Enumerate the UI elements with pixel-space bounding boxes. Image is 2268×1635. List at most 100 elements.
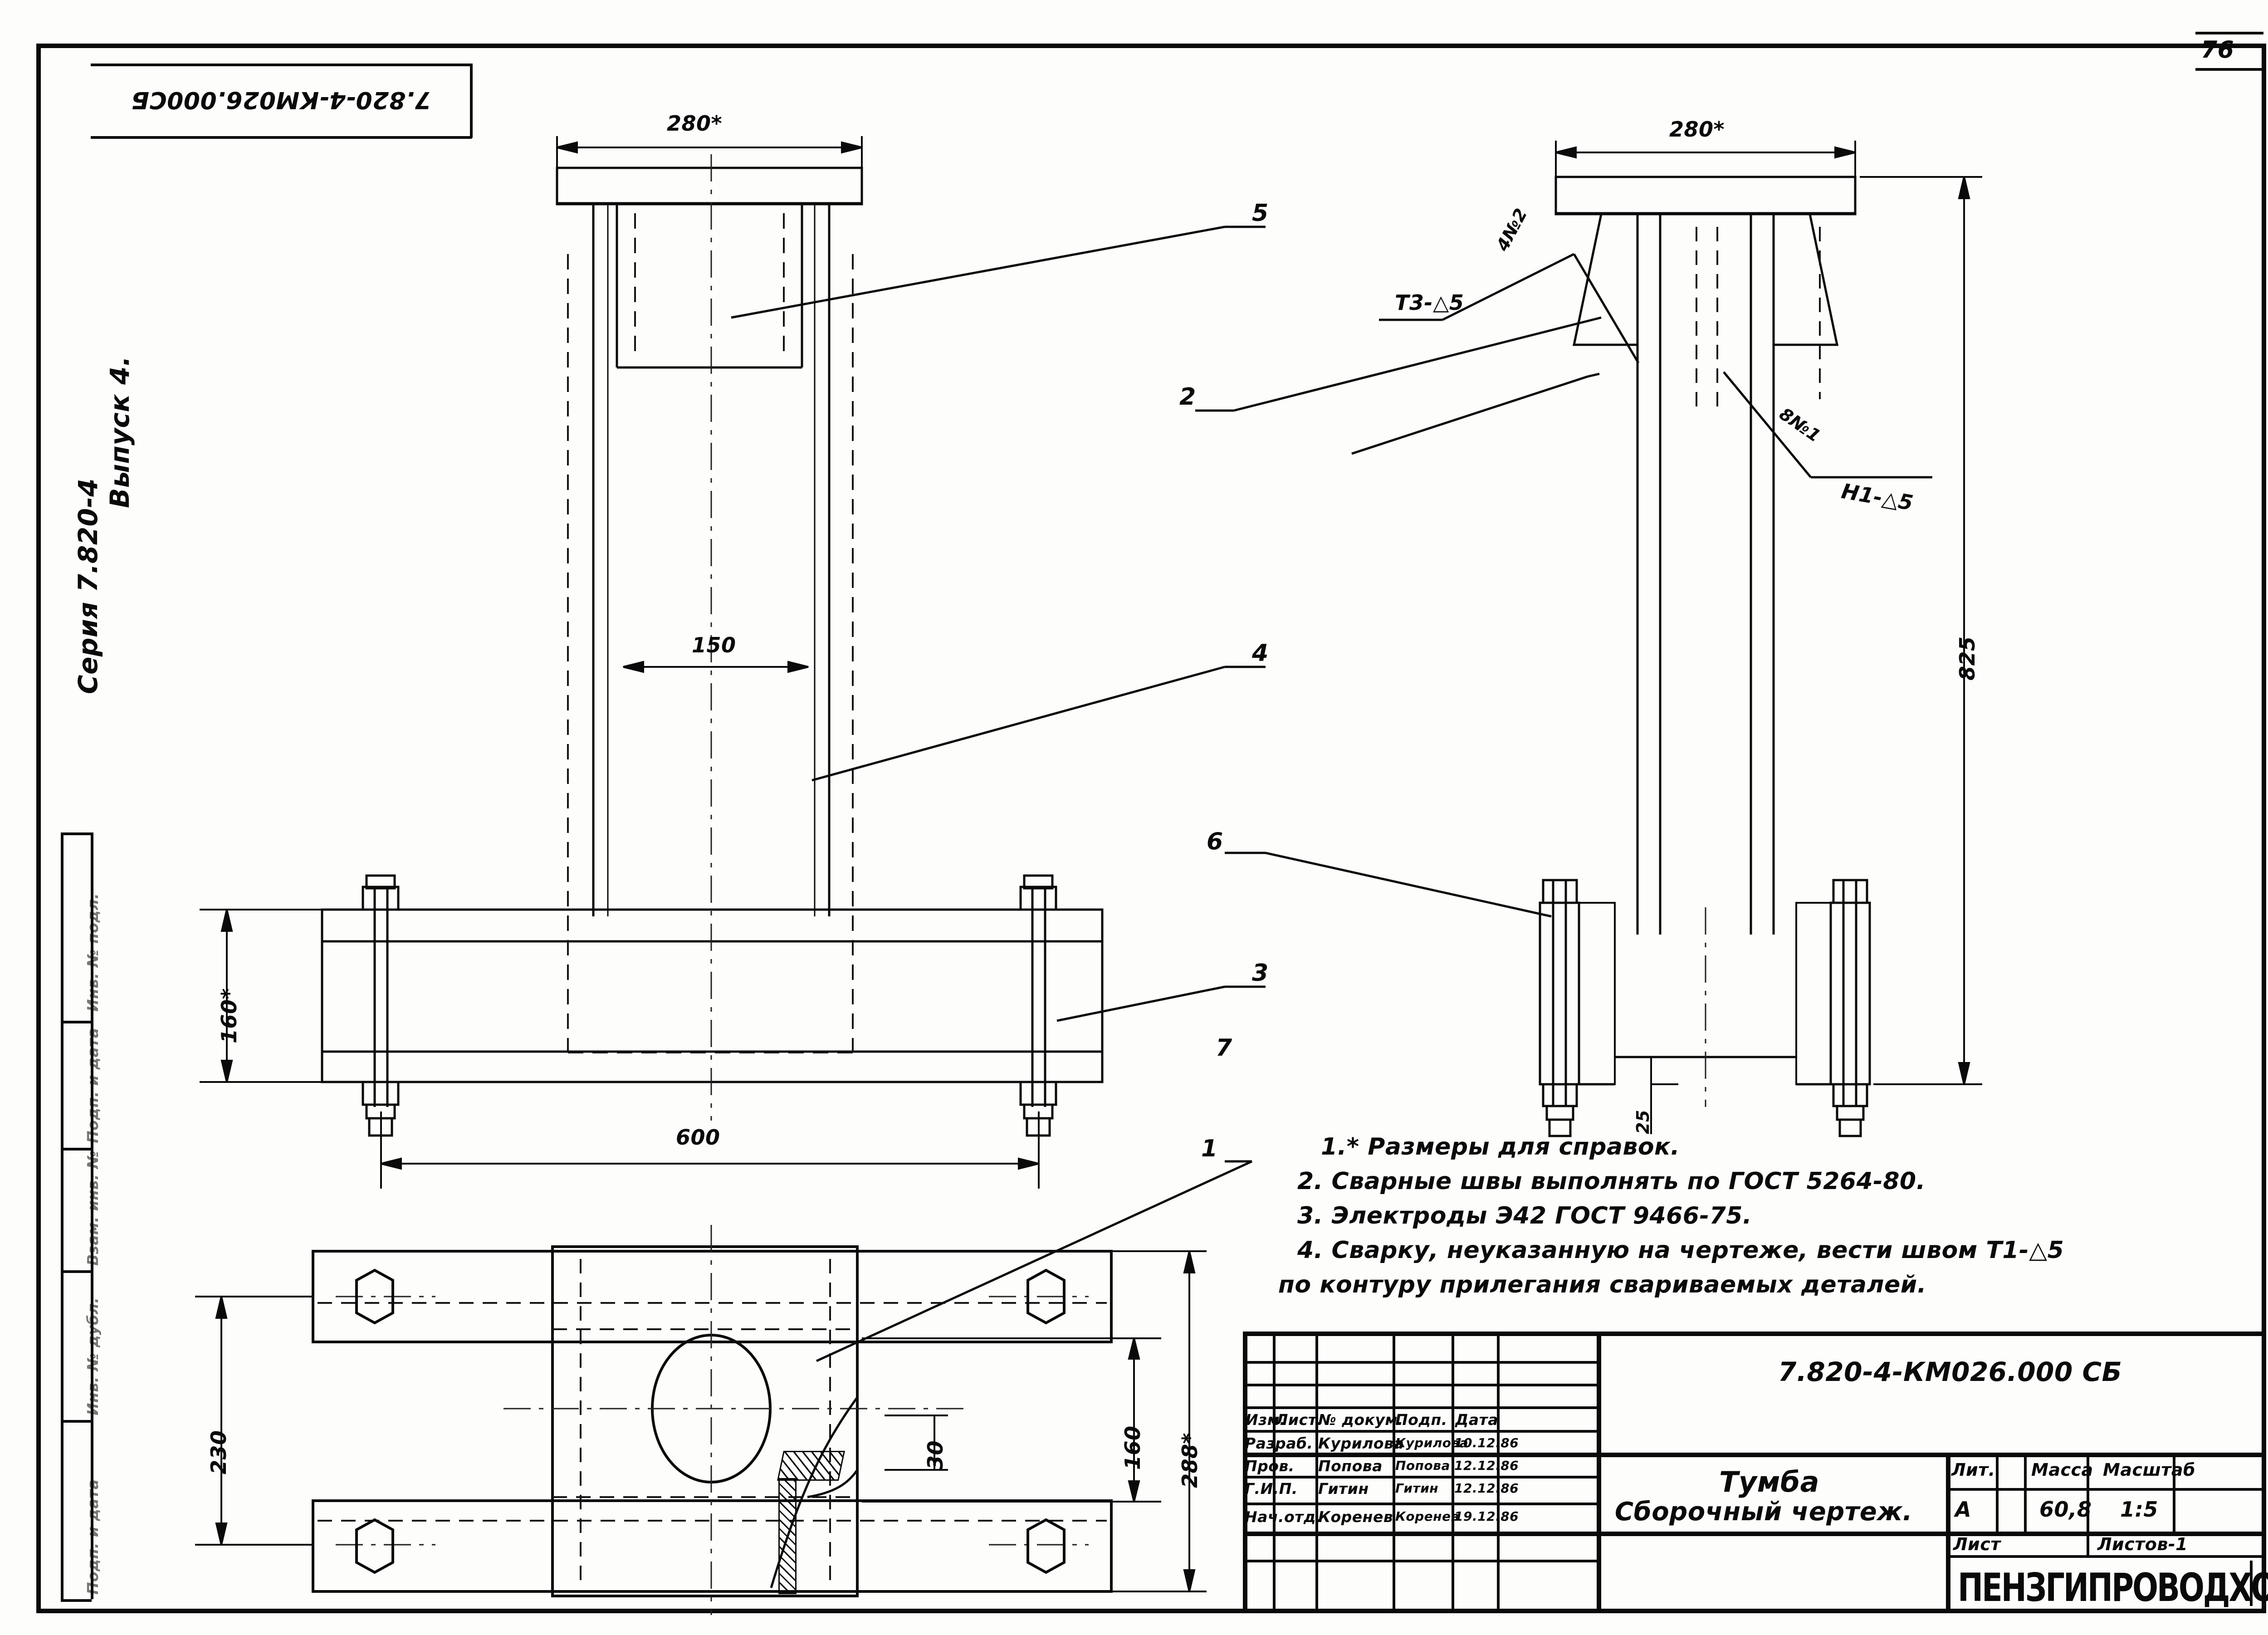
tb-row-3-role: Нач.отд.	[1245, 1508, 1322, 1526]
tb-row-3-name: Коренев	[1318, 1508, 1393, 1526]
tb-row-2-sign: Гитин	[1395, 1481, 1439, 1496]
tb-left-edge	[1243, 1331, 1247, 1609]
doc-kind: Сборочный чертеж.	[1615, 1497, 1913, 1527]
tb-rev-col-1	[1273, 1331, 1276, 1609]
tb-top-rule	[1243, 1331, 2262, 1336]
balloon-1: 1	[1201, 1135, 1218, 1162]
tb-row-2-name: Гитин	[1318, 1480, 1369, 1498]
weld-symbol-n1: Н1-△5	[1839, 479, 1916, 515]
tb-right-col-sheet	[2087, 1532, 2089, 1555]
scale-value: 1:5	[2120, 1497, 2158, 1522]
tb-right-col-1b	[2024, 1453, 2027, 1532]
tb-org-box-left	[1946, 1561, 1949, 1606]
page-number-rule-bottom	[2195, 68, 2263, 71]
tb-row-2-date: 12.12.86	[1454, 1481, 1519, 1496]
plan-dim-outer: 288*	[1178, 1432, 1202, 1488]
tb-right-col-2	[2087, 1453, 2089, 1532]
rev-strip-label-1: Подп. и дата	[84, 1028, 102, 1143]
tb-row-0-role: Разраб.	[1245, 1434, 1313, 1452]
note-4-cont: по контуру прилегания свариваемых детале…	[1278, 1271, 1926, 1298]
issue-label: Выпуск 4.	[104, 356, 135, 508]
sheet-border-bottom	[36, 1609, 2266, 1613]
tb-row-1-role: Пров.	[1245, 1457, 1295, 1475]
rev-strip-rule-4	[61, 1420, 92, 1423]
organization-name: ПЕНЗГИПРОВОДХОЗ	[1958, 1565, 2268, 1611]
stamp-box-top	[91, 64, 472, 66]
tb-header-data: Дата	[1455, 1411, 1499, 1429]
tb-row-0-date: 10.12.86	[1454, 1435, 1519, 1450]
sheet-border-right	[2262, 44, 2266, 1613]
tb-row-1-date: 12.12.86	[1454, 1458, 1519, 1473]
tb-org-box-right	[2250, 1561, 2253, 1606]
rev-strip-left	[61, 832, 64, 1599]
tb-row-3-sign: Коренев	[1395, 1509, 1459, 1524]
rib-web-hatch	[778, 1478, 797, 1594]
stamp-box-right	[470, 64, 473, 138]
tb-header-dokum: № докум.	[1318, 1411, 1403, 1429]
tb-right-col-3	[2173, 1453, 2175, 1532]
balloon-2: 2	[1179, 383, 1196, 411]
stamp-box-bottom	[91, 136, 472, 139]
note-3: 3. Электроды Э42 ГОСТ 9466-75.	[1297, 1202, 1752, 1229]
balloon-4: 4	[1252, 640, 1269, 667]
sheet-border-left	[36, 44, 41, 1613]
tb-col-divider-right	[1946, 1453, 1950, 1609]
tb-right-col-1	[1996, 1453, 1999, 1532]
rev-strip-rule-0	[61, 832, 92, 835]
balloon-5: 5	[1252, 200, 1269, 227]
tb-row-1-sign: Попова	[1395, 1458, 1450, 1473]
tb-rev-rule-top1	[1243, 1361, 1597, 1364]
tb-header-izm: Изм.	[1246, 1411, 1286, 1429]
tb-rev-rule-3	[1243, 1503, 1597, 1505]
page-number: 76	[2201, 36, 2234, 64]
tb-rev-col-2	[1315, 1331, 1318, 1609]
weld-count-4n2: 4№2	[1492, 205, 1531, 255]
plan-dim-width: 230	[206, 1430, 231, 1474]
sheets-label: Листов-1	[2097, 1534, 2188, 1554]
front-dim-post-width: 150	[692, 633, 736, 657]
rev-strip-rule-1	[61, 1021, 92, 1023]
doc-code: 7.820-4-КМ026.000 СБ	[1778, 1356, 2122, 1387]
note-1: 1.* Размеры для справок.	[1321, 1133, 1680, 1160]
mass-label: Масса	[2031, 1460, 2093, 1480]
sheet-border-top	[36, 44, 2266, 48]
tb-rev-rule-2	[1243, 1476, 1597, 1478]
front-dim-top-width: 280*	[667, 111, 723, 136]
balloon-6: 6	[1207, 828, 1223, 855]
rev-strip-right	[91, 832, 93, 1599]
tb-header-podp: Подп.	[1395, 1411, 1447, 1429]
tb-rev-rule-4	[1243, 1560, 1597, 1562]
tb-row-1-name: Попова	[1318, 1457, 1383, 1475]
weld-count-8n1: 8№1	[1775, 404, 1825, 446]
tb-rev-header-rule	[1243, 1406, 1597, 1409]
rev-strip-label-4: Подп. и дата	[84, 1479, 102, 1595]
notes-block: 1.* Размеры для справок. 2. Сварные швы …	[1278, 1133, 2064, 1298]
tb-rev-col-5	[1497, 1331, 1500, 1609]
rev-strip-rule-5	[61, 1599, 92, 1602]
front-dim-base-length: 600	[676, 1125, 720, 1150]
rev-strip-label-0: Инв. № подл.	[84, 893, 102, 1012]
tb-row-3-date: 19.12.86	[1454, 1509, 1519, 1524]
sheet-label: Лист	[1953, 1534, 2001, 1554]
weld-symbol-t3: Т3-△5	[1395, 290, 1464, 315]
tb-right-header-rule	[1946, 1488, 2262, 1491]
page-number-rule-top	[2195, 32, 2263, 34]
series-label: Серия 7.820-4	[73, 478, 103, 694]
lit-label: Лит.	[1951, 1460, 1995, 1480]
side-dim-plate-gap: 25	[1633, 1110, 1653, 1134]
tb-rev-rule-1	[1243, 1430, 1597, 1433]
rev-strip-label-3: Инв. № дубл.	[84, 1297, 102, 1415]
side-dim-height: 825	[1955, 636, 1980, 680]
front-dim-base-height: 160*	[217, 988, 241, 1043]
mass-value: 60,8	[2039, 1497, 2092, 1522]
tb-row-0-name: Курилова	[1318, 1434, 1404, 1452]
scale-label: Масштаб	[2103, 1460, 2196, 1480]
tb-right-sheet-rule	[1946, 1555, 2262, 1558]
tb-mid-rule	[1243, 1453, 2262, 1457]
lit-value: А	[1955, 1497, 1972, 1522]
tb-rev-rule-top2	[1243, 1384, 1597, 1386]
